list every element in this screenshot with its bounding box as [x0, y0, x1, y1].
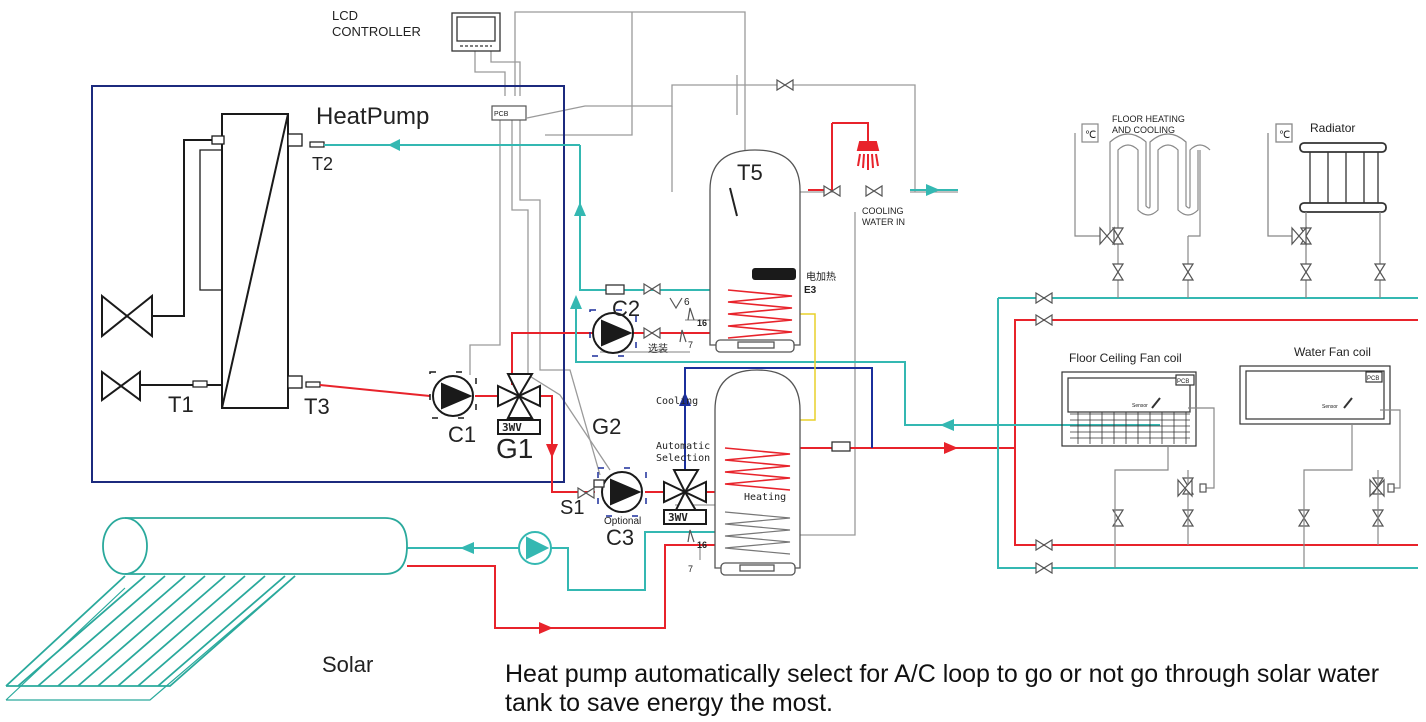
arrow-icon — [679, 392, 691, 406]
return-pipes — [324, 144, 1418, 591]
shower-icon — [856, 141, 880, 170]
sensor-box — [593, 284, 851, 488]
mixing-valve-icon — [1099, 226, 1395, 498]
pump-icon — [589, 309, 637, 357]
lower-coil-solar — [724, 511, 791, 555]
t2-label: T2 — [312, 154, 333, 174]
s1-label: S1 — [560, 497, 584, 519]
arrow-icon — [940, 419, 954, 431]
radiator — [1267, 123, 1387, 298]
gate-valve-icon — [577, 78, 1053, 575]
sensor-label-1: Sensor — [1132, 403, 1148, 409]
upper-coil — [727, 289, 793, 339]
g2-label: G2 — [592, 414, 621, 439]
pcb-box — [491, 105, 527, 121]
c2-label: C2 — [612, 296, 640, 321]
floor-heating-label-1: FLOOR HEATING — [1112, 114, 1185, 124]
cooling-label: Cooling — [656, 396, 698, 407]
cooling-water-in-2: WATER IN — [862, 217, 905, 227]
automatic-label: Automatic — [656, 441, 710, 452]
pcb-label-2: PCB — [1177, 379, 1189, 385]
e3-label: E3 — [804, 285, 817, 296]
electric-heater-label: 电加热 — [806, 270, 836, 283]
lcd-label-2: CONTROLLER — [332, 24, 421, 39]
optional-cn-label: 选装 — [648, 342, 668, 355]
thermostat-icon: ℃ — [1279, 130, 1290, 141]
pcb-label-3: PCB — [1367, 376, 1379, 382]
heat-exchanger — [140, 113, 325, 409]
selection-label: Selection — [656, 453, 710, 464]
water-fan-coil — [1239, 365, 1401, 568]
pcb-label: PCB — [494, 111, 509, 118]
arrow-icon — [574, 202, 586, 216]
num16-label-b: 16 — [697, 540, 707, 550]
three-way-valve-icon — [663, 469, 707, 525]
arrow-icon — [926, 184, 940, 196]
thermostat-icon: ℃ — [1085, 130, 1096, 141]
floor-ceiling-fan-coil-label: Floor Ceiling Fan coil — [1069, 351, 1182, 365]
cooling-water-in-1: COOLING — [862, 206, 904, 216]
t5-sensor — [729, 187, 738, 217]
t1-label: T1 — [168, 392, 194, 417]
expansion-valve-icon — [101, 293, 153, 402]
pump-icon — [429, 371, 477, 419]
water-fan-coil-label: Water Fan coil — [1294, 345, 1371, 359]
c3-label: C3 — [606, 525, 634, 550]
3wv-label-2: 3WV — [668, 511, 688, 524]
floor-heating-loop — [1074, 123, 1211, 298]
heatpump-frame — [91, 85, 565, 483]
floor-heating-label-2: AND COOLING — [1112, 125, 1175, 135]
heatpump-title: HeatPump — [316, 103, 429, 130]
lcd-controller — [451, 12, 501, 52]
lower-coil-heating — [724, 447, 791, 491]
heating-label: Heating — [744, 492, 786, 503]
electric-heater — [752, 268, 796, 280]
three-way-valve-icon — [497, 373, 541, 435]
radiator-label: Radiator — [1310, 121, 1355, 135]
solar-collector — [5, 517, 408, 701]
sensor-label-2: Sensor — [1322, 404, 1338, 410]
hot-pipes — [319, 122, 1418, 629]
diagram-caption: Heat pump automatically select for A/C l… — [505, 660, 1380, 717]
solar-pump-icon — [518, 531, 552, 565]
control-signal — [790, 313, 816, 421]
num7-label-a: 7 — [688, 340, 693, 350]
solar-label: Solar — [322, 652, 373, 677]
safety-valve-icon — [669, 297, 695, 543]
c1-label: C1 — [448, 422, 476, 447]
lcd-label-1: LCD — [332, 8, 358, 23]
optional-label: Optional — [604, 516, 641, 527]
num16-label-a: 16 — [697, 318, 707, 328]
g1-label: G1 — [496, 433, 533, 464]
arrow-icon — [570, 295, 582, 309]
num6-label: 6 — [684, 297, 690, 308]
floor-ceiling-fan-coil — [1061, 371, 1215, 568]
arrow-icon — [388, 139, 400, 151]
arrow-icon — [546, 444, 558, 458]
arrow-icon — [539, 622, 553, 634]
t3-label: T3 — [304, 394, 330, 419]
3wv-label-1: 3WV — [502, 421, 522, 434]
num7-label-b: 7 — [688, 564, 693, 574]
arrow-icon — [944, 442, 958, 454]
cooling-pipe — [684, 367, 873, 470]
arrow-icon — [460, 542, 474, 554]
pump-icon — [597, 467, 647, 517]
t5-label: T5 — [737, 160, 763, 185]
gate-valve-icon — [1111, 227, 1387, 527]
labels: LCD CONTROLLER PCB HeatPump T2 T1 T3 C1 … — [168, 8, 1379, 677]
